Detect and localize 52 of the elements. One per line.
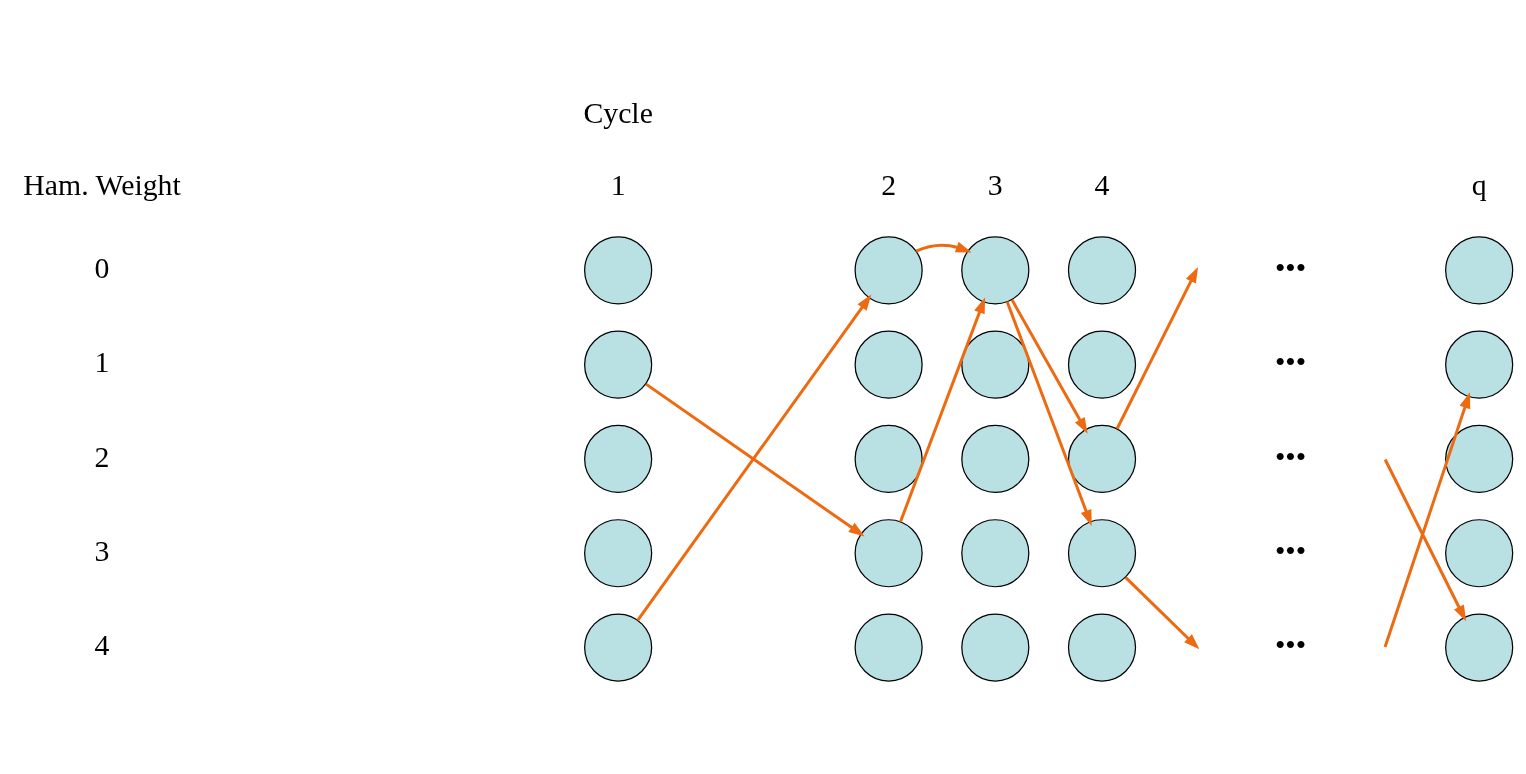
label: 1 (610, 167, 626, 201)
label: q (1471, 167, 1487, 201)
node-circle (1445, 519, 1514, 588)
node-circle (854, 613, 923, 682)
arrow (636, 294, 872, 622)
node-circle (584, 236, 653, 305)
label: ••• (1274, 628, 1307, 662)
label: Cycle (583, 95, 653, 129)
label: ••• (1274, 533, 1307, 567)
node-circle (584, 330, 653, 399)
node-circle (961, 330, 1030, 399)
node-circle (854, 519, 923, 588)
node-circle (961, 613, 1030, 682)
label: 1 (94, 345, 110, 379)
node-circle (1445, 330, 1514, 399)
node-circle (1445, 613, 1514, 682)
arrow (1383, 458, 1467, 622)
arrow (645, 382, 865, 537)
arrow (915, 241, 972, 253)
node-circle (854, 424, 923, 494)
label: 0 (94, 251, 110, 285)
node-circle (1067, 236, 1137, 305)
label: 3 (987, 167, 1003, 201)
label: 4 (94, 628, 110, 662)
node-circle (1067, 424, 1137, 494)
node-circle (584, 519, 653, 588)
node-circle (1067, 519, 1137, 588)
label: 3 (94, 533, 110, 567)
node-circle (1067, 330, 1137, 399)
node-circle (1445, 236, 1514, 305)
node-circle (854, 330, 923, 399)
arrow (899, 297, 986, 523)
node-circle (961, 424, 1030, 494)
node-circle (584, 424, 653, 494)
node-circle (961, 519, 1030, 588)
arrow (1124, 576, 1200, 650)
label: 4 (1094, 167, 1110, 201)
arrow (1005, 301, 1092, 526)
node-circle (584, 613, 653, 682)
label: Ham. Weight (23, 167, 181, 201)
node-circle (1445, 424, 1514, 494)
label: ••• (1274, 345, 1307, 379)
label: ••• (1274, 439, 1307, 473)
arrow (1115, 266, 1199, 430)
node-circle (1067, 613, 1137, 682)
node-circle (854, 236, 923, 305)
arrow (1010, 299, 1088, 434)
label: 2 (881, 167, 897, 201)
arrow (1383, 392, 1471, 648)
node-circle (961, 236, 1030, 305)
label: ••• (1274, 251, 1307, 285)
label: 2 (94, 439, 110, 473)
